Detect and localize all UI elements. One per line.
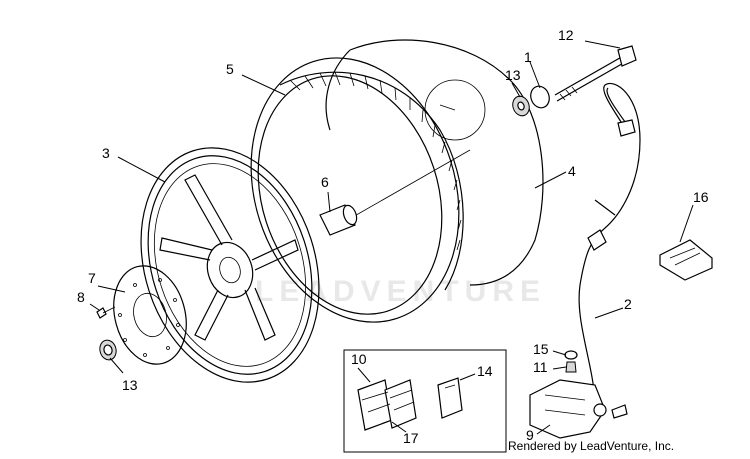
label-part-2: 2 <box>624 296 632 312</box>
axle <box>554 45 637 102</box>
label-part-1: 1 <box>524 49 532 65</box>
label-part-13-left: 13 <box>122 377 138 393</box>
label-part-11: 11 <box>533 359 548 375</box>
label-part-3: 3 <box>102 145 110 161</box>
wheel-rim <box>140 147 320 383</box>
bearing-left <box>99 339 117 361</box>
brake-disc <box>113 265 187 365</box>
label-part-16: 16 <box>693 189 709 205</box>
hose-bracket <box>659 239 713 281</box>
spacer-tube <box>319 204 358 236</box>
axle-spacer <box>512 85 550 117</box>
brake-pad-inset <box>343 349 507 453</box>
label-part-12: 12 <box>558 27 574 43</box>
brake-caliper <box>529 350 628 439</box>
label-part-6: 6 <box>321 174 329 190</box>
label-part-8: 8 <box>77 289 85 305</box>
disc-screw <box>96 306 116 319</box>
label-part-15: 15 <box>533 341 549 357</box>
label-part-4: 4 <box>568 163 576 179</box>
leader-lines <box>89 40 694 435</box>
label-part-17: 17 <box>403 430 419 446</box>
tire <box>250 57 471 323</box>
label-part-7: 7 <box>88 270 96 286</box>
label-part-13-right: 13 <box>505 67 521 83</box>
brake-hose <box>578 83 641 401</box>
watermark-text: LEADVENTURE <box>255 275 547 308</box>
credit-text: Rendered by LeadVenture, Inc. <box>508 439 675 453</box>
label-part-5: 5 <box>226 61 234 77</box>
label-part-9: 9 <box>526 427 534 443</box>
label-part-14: 14 <box>477 363 493 379</box>
label-part-10: 10 <box>351 351 367 367</box>
